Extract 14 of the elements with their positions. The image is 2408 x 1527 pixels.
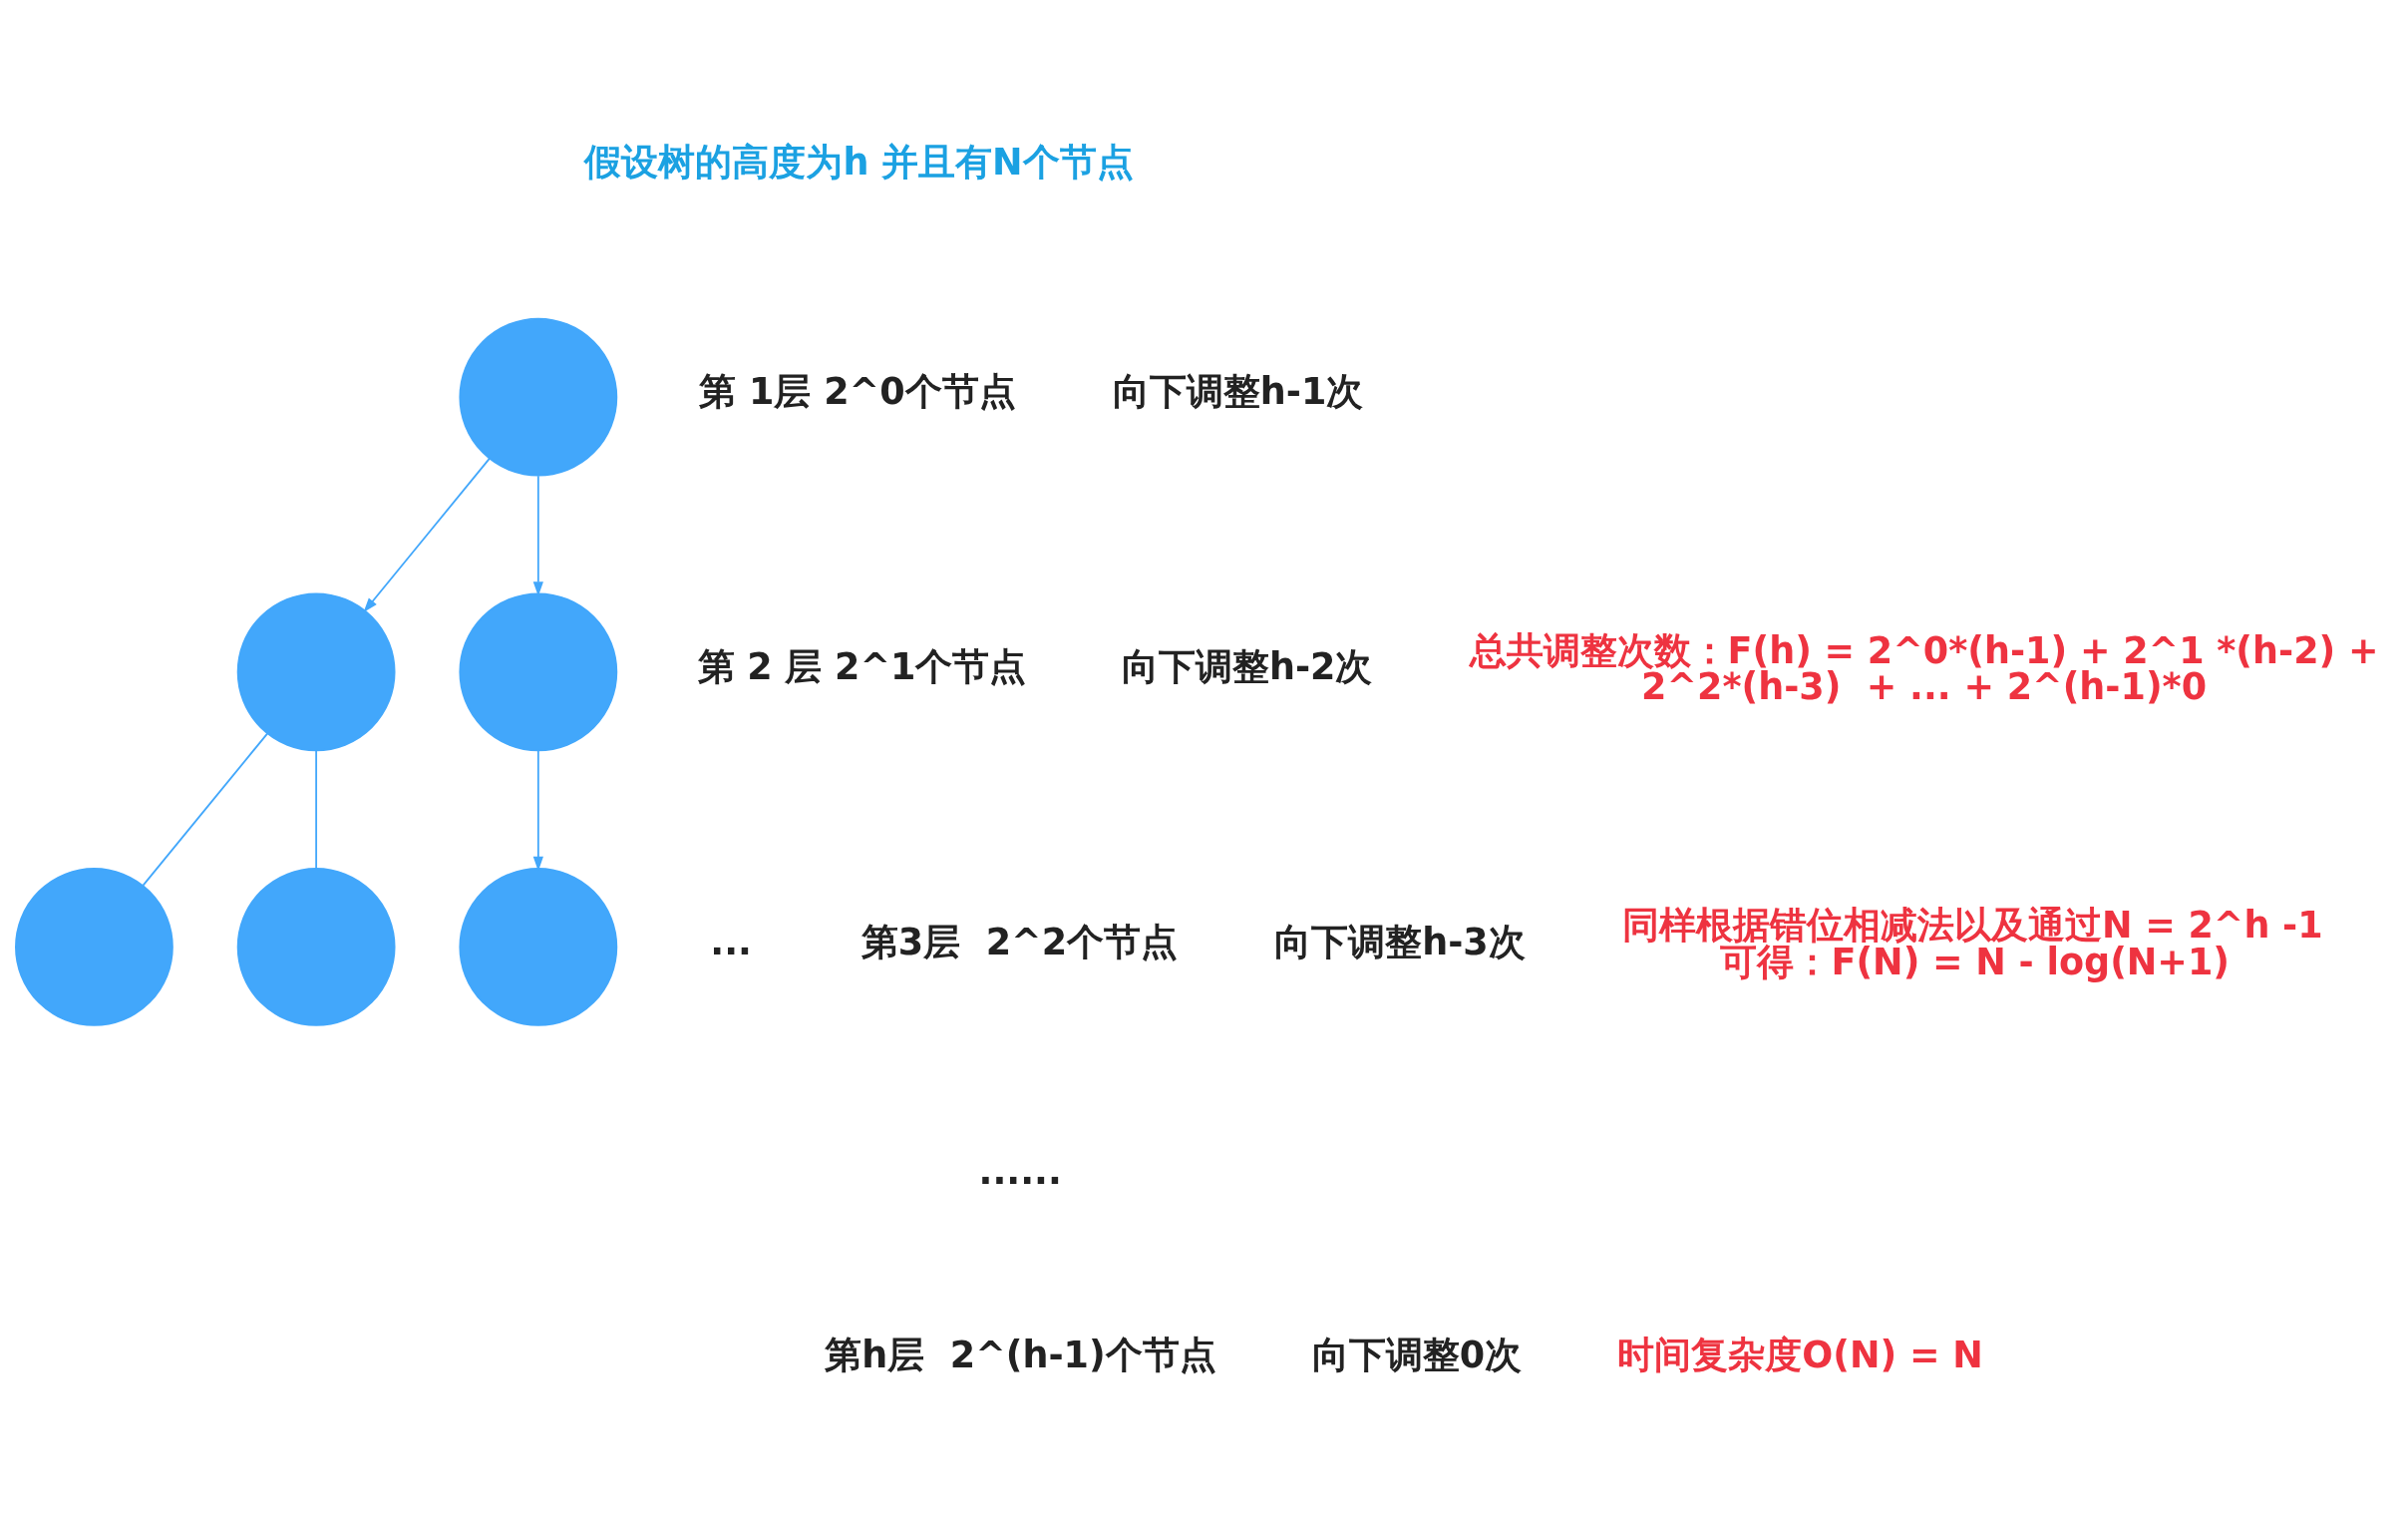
label: 第3层 2^2个节点 (860, 920, 1179, 963)
label: 向下调整h-2次 (1121, 644, 1373, 688)
label: ...... (978, 1149, 1062, 1193)
label: 向下调整0次 (1311, 1333, 1523, 1376)
label: 同样根据错位相减法以及通过N = 2^h -1 可得：F(N) = N - log(N+1) (1621, 903, 2323, 983)
label: 时间复杂度O(N) = N (1617, 1333, 1983, 1376)
label: 总共调整次数：F(h) = 2^0*(h-1) + 2^1 *(h-2) + 2^2*(h-3) + ... + 2^(h-1)*0 (1469, 628, 2379, 708)
label: 向下调整h-3次 (1274, 920, 1526, 963)
label: ... (710, 920, 752, 963)
label: 第 1层 2^0个节点 (699, 369, 1016, 413)
label: 假设树的高度为h 并且有N个节点 (584, 140, 1134, 184)
label: 第h层 2^(h-1)个节点 (825, 1333, 1216, 1376)
label: 向下调整h-1次 (1112, 369, 1364, 413)
label: 第 2 层 2^1个节点 (697, 644, 1027, 688)
